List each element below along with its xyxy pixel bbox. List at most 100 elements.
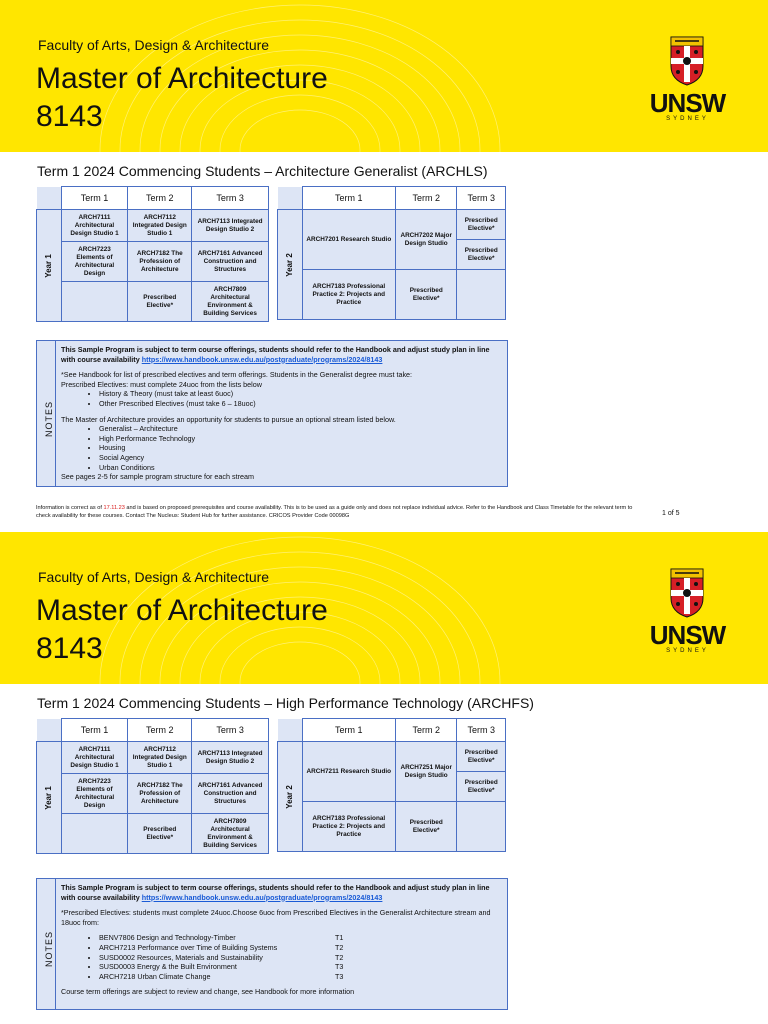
header-banner: Faculty of Arts, Design & Architecture M… — [0, 532, 768, 684]
revision-date: 17.11.23 — [103, 505, 125, 511]
list-item: Urban Conditions — [99, 463, 501, 473]
year-label: Year 2 — [277, 741, 303, 852]
list-item: Social Agency — [99, 453, 501, 463]
page-title: Master of Architecture 8143 — [36, 60, 328, 136]
list-item: Other Prescribed Electives (must take 6 … — [99, 399, 501, 409]
list-item: ARCH7213 Performance over Time of Buildi… — [99, 943, 501, 953]
empty-cell — [60, 281, 129, 322]
notes-side: NOTES — [37, 341, 56, 486]
elective-list: History & Theory (must take at least 6uo… — [61, 389, 501, 408]
course-cell: ARCH7111 Architectural Design Studio 1 — [60, 209, 129, 242]
course-cell: ARCH7809 Architectural Environment & Bui… — [191, 281, 269, 322]
course-cell: Prescribed Elective* — [456, 239, 506, 270]
year-label: Year 1 — [36, 741, 62, 854]
list-item: SUSD0003 Energy & the Built EnvironmentT… — [99, 962, 501, 972]
notes-box: NOTES This Sample Program is subject to … — [36, 340, 508, 487]
notes-text: See pages 2-5 for sample program structu… — [61, 472, 254, 482]
notes-body: This Sample Program is subject to term c… — [61, 345, 501, 482]
term-header: Term 2 — [394, 718, 458, 742]
term-code: T3 — [335, 971, 344, 981]
term-header: Term 3 — [191, 186, 269, 210]
empty-cell — [456, 801, 506, 852]
course-cell: ARCH7202 Major Design Studio — [394, 209, 458, 270]
course-cell: ARCH7223 Elements of Architectural Desig… — [60, 773, 129, 814]
notes-text: Prescribed Electives: must complete 24uo… — [61, 379, 262, 389]
course-cell: ARCH7183 Professional Practice 2: Projec… — [301, 801, 397, 852]
program-subtitle: Term 1 2024 Commencing Students – High P… — [37, 695, 534, 711]
course-cell: ARCH7201 Research Studio — [301, 209, 397, 270]
unsw-crest-icon — [670, 36, 704, 86]
handbook-link[interactable]: https://www.handbook.unsw.edu.au/postgra… — [141, 892, 383, 902]
course-cell: Prescribed Elective* — [127, 281, 193, 322]
course-cell: ARCH7161 Advanced Construction and Struc… — [191, 773, 269, 814]
list-item: History & Theory (must take at least 6uo… — [99, 389, 501, 399]
page-1: Faculty of Arts, Design & Architecture M… — [0, 0, 768, 532]
notes-label: NOTES — [44, 930, 55, 968]
term-code: T2 — [335, 952, 344, 962]
notes-text: *See Handbook for list of prescribed ele… — [61, 370, 413, 380]
contour-pattern — [99, 536, 501, 684]
unsw-crest-icon — [670, 568, 704, 618]
course-cell: ARCH7223 Elements of Architectural Desig… — [60, 241, 129, 282]
unsw-location: SYDNEY — [666, 116, 709, 122]
year-label: Year 2 — [277, 209, 303, 320]
notes-side: NOTES — [37, 879, 56, 1009]
list-item: High Performance Technology — [99, 434, 501, 444]
list-item: Generalist – Architecture — [99, 424, 501, 434]
course-cell: Prescribed Elective* — [456, 771, 506, 802]
table-corner — [277, 718, 303, 742]
contour-pattern — [99, 4, 501, 152]
unsw-wordmark: UNSW — [649, 88, 726, 118]
term-header: Term 1 — [60, 186, 129, 210]
list-item: Housing — [99, 443, 501, 453]
notes-lead: This Sample Program is subject to term c… — [61, 345, 490, 364]
title-line-2: 8143 — [36, 100, 103, 133]
term-header: Term 2 — [127, 718, 193, 742]
course-cell: Prescribed Elective* — [456, 209, 506, 240]
page-title: Master of Architecture 8143 — [36, 592, 328, 668]
term-header: Term 1 — [60, 718, 129, 742]
course-cell: ARCH7182 The Profession of Architecture — [127, 241, 193, 282]
unsw-logo: UNSW SYDNEY — [640, 568, 735, 658]
year-2-table: Term 1 Term 2 Term 3 Year 2 ARCH7211 Res… — [277, 718, 506, 852]
year-2-table: Term 1 Term 2 Term 3 Year 2 ARCH7201 Res… — [277, 186, 506, 320]
notes-lead: This Sample Program is subject to term c… — [61, 883, 490, 902]
notes-box: NOTES This Sample Program is subject to … — [36, 878, 508, 1010]
course-cell: Prescribed Elective* — [394, 269, 458, 320]
notes-body: This Sample Program is subject to term c… — [61, 883, 501, 997]
course-cell: ARCH7113 Integrated Design Studio 2 — [191, 209, 269, 242]
notes-text: *Prescribed Electives: students must com… — [61, 908, 491, 927]
term-header: Term 1 — [301, 718, 397, 742]
handbook-link[interactable]: https://www.handbook.unsw.edu.au/postgra… — [141, 354, 383, 364]
year-1-table: Term 1 Term 2 Term 3 Year 1 ARCH7111 Arc… — [36, 718, 269, 854]
table-corner — [36, 186, 62, 210]
faculty-name: Faculty of Arts, Design & Architecture — [38, 569, 270, 585]
title-line-1: Master of Architecture — [36, 594, 328, 627]
term-header: Term 3 — [456, 186, 506, 210]
empty-cell — [60, 813, 129, 854]
table-corner — [277, 186, 303, 210]
course-cell: Prescribed Elective* — [394, 801, 458, 852]
year-1-table: Term 1 Term 2 Term 3 Year 1 ARCH7111 Arc… — [36, 186, 269, 322]
course-cell: ARCH7161 Advanced Construction and Struc… — [191, 241, 269, 282]
term-code: T3 — [335, 962, 344, 972]
term-header: Term 2 — [127, 186, 193, 210]
unsw-location: SYDNEY — [666, 648, 709, 654]
notes-text: Course term offerings are subject to rev… — [61, 987, 355, 997]
course-cell: ARCH7113 Integrated Design Studio 2 — [191, 741, 269, 774]
notes-text: The Master of Architecture provides an o… — [61, 414, 396, 424]
program-subtitle: Term 1 2024 Commencing Students – Archit… — [37, 163, 488, 179]
term-code: T2 — [335, 942, 344, 952]
title-line-2: 8143 — [36, 632, 103, 665]
term-header: Term 3 — [456, 718, 506, 742]
course-cell: ARCH7211 Research Studio — [301, 741, 397, 802]
course-cell: ARCH7111 Architectural Design Studio 1 — [60, 741, 129, 774]
empty-cell — [456, 269, 506, 320]
faculty-name: Faculty of Arts, Design & Architecture — [38, 37, 270, 53]
course-cell: ARCH7809 Architectural Environment & Bui… — [191, 813, 269, 854]
course-cell: ARCH7182 The Profession of Architecture — [127, 773, 193, 814]
term-header: Term 3 — [191, 718, 269, 742]
course-cell: ARCH7183 Professional Practice 2: Projec… — [301, 269, 397, 320]
